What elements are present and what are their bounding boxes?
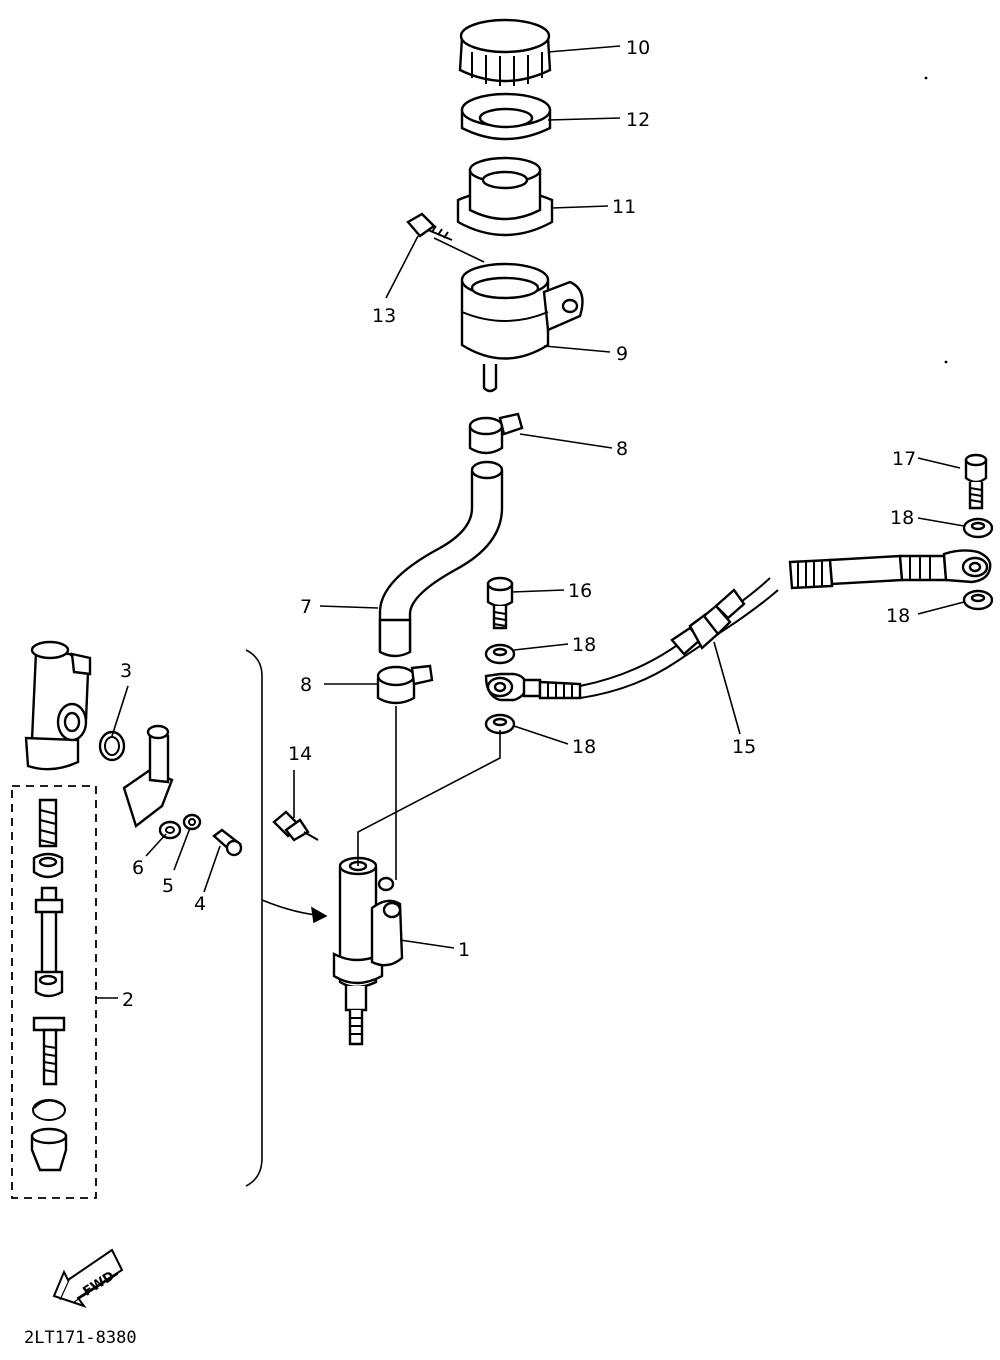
kit-box-2 [11,785,97,1199]
callout-3: 3 [120,660,132,682]
callout-12: 12 [626,109,650,131]
callout-18-b: 18 [572,736,596,758]
callout-8-lower: 8 [300,674,312,696]
align-line-13 [433,237,485,263]
part-union-bolt-16 [486,576,514,630]
part-cap-ring [460,92,552,141]
callout-8-upper: 8 [616,438,628,460]
callout-10: 10 [626,37,650,59]
part-washer-18d [962,589,994,611]
callout-2: 2 [122,989,134,1011]
part-bolt-14 [272,810,319,842]
part-hose-clip-lower [376,664,434,705]
part-washer-6 [158,820,182,840]
callout-14: 14 [288,743,312,765]
callout-6: 6 [132,857,144,879]
part-reservoir-cap [458,18,552,86]
part-washer-18a [484,643,516,665]
part-union-bolt-17 [964,453,988,510]
callout-17: 17 [892,448,916,470]
part-washer-18c [962,517,994,539]
callout-1: 1 [458,939,470,961]
callout-11: 11 [612,196,636,218]
part-cylinder-body-left [24,640,92,771]
part-o-ring [98,730,126,762]
part-piston-kit [30,798,68,1172]
part-screw-4 [212,828,243,857]
align-line-banjo [357,730,501,866]
part-hose [378,460,504,658]
callout-18-a: 18 [572,634,596,656]
arrow-head [311,906,328,924]
leader-lines [96,45,965,999]
part-reservoir [460,262,584,393]
callouts: 10 12 11 13 9 8 7 8 16 18 18 15 17 18 18… [120,37,916,1011]
part-diaphragm [456,156,554,237]
part-brake-hose [484,549,992,702]
part-bolt-13 [406,212,453,241]
callout-5: 5 [162,875,174,897]
callout-7: 7 [300,596,312,618]
forward-arrow-icon: FWD [52,1248,124,1308]
callout-18-d: 18 [886,605,910,627]
part-elbow-joint [122,724,174,828]
callout-15: 15 [732,736,756,758]
callout-13: 13 [372,305,396,327]
part-hose-clip-upper [468,412,524,455]
drawing-code: 2LT171-8380 [24,1328,137,1348]
callout-18-c: 18 [890,507,914,529]
part-washer-5 [182,813,202,831]
callout-16: 16 [568,580,592,602]
callout-4: 4 [194,893,206,915]
assembly-bracket [245,649,263,1187]
scan-dots [924,76,948,364]
part-master-cylinder [332,856,404,1046]
callout-9: 9 [616,343,628,365]
